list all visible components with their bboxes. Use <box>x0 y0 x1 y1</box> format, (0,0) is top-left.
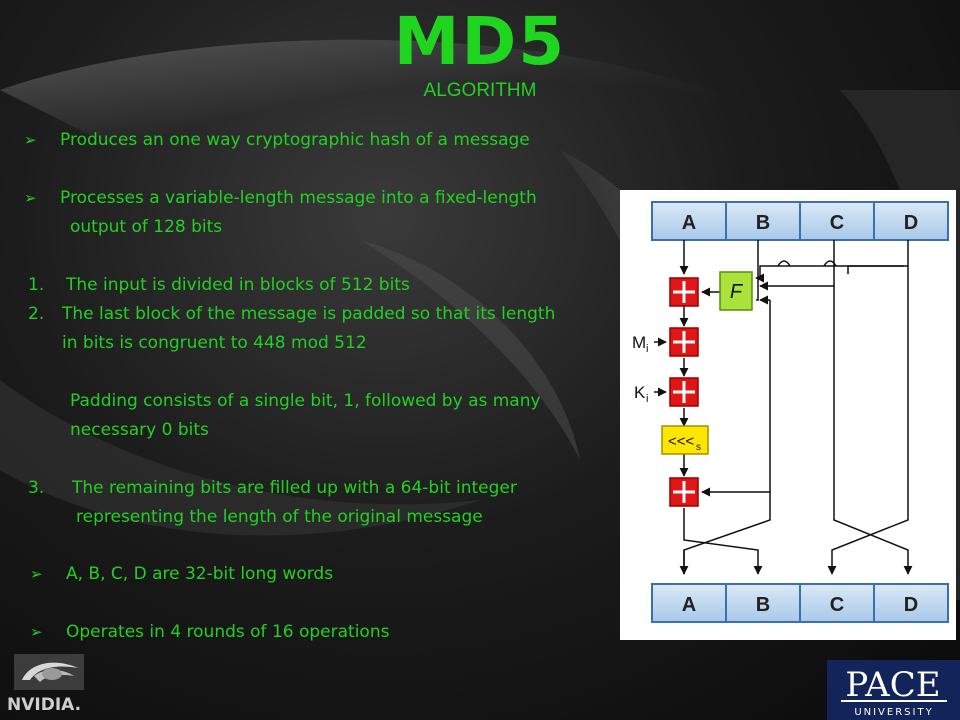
slide-title: MD5 <box>393 3 567 80</box>
bottom-register-c: C <box>799 583 875 623</box>
svg-text:M: M <box>632 333 646 352</box>
adder-2 <box>669 327 699 357</box>
numbered-3-marker: 3. <box>28 478 45 498</box>
svg-text:C: C <box>830 212 844 234</box>
bullet-one-way-hash: Produces an one way cryptographic hash o… <box>60 130 530 150</box>
numbered-2-marker: 2. <box>28 304 45 324</box>
top-register-b: B <box>725 201 801 241</box>
pace-university-logo: PACE UNIVERSITY <box>827 660 960 720</box>
adder-3 <box>669 377 699 407</box>
top-register-c: C <box>799 201 875 241</box>
slide-subtitle: ALGORITHM <box>423 80 537 101</box>
svg-text:NVIDIA.: NVIDIA. <box>7 695 81 715</box>
svg-text:i: i <box>646 343 648 355</box>
numbered-3-line2: representing the length of the original … <box>76 507 483 527</box>
adder-4 <box>669 477 699 507</box>
svg-text:B: B <box>756 594 770 616</box>
constant-label: K i <box>634 383 648 405</box>
bottom-register-a: A <box>651 583 727 623</box>
numbered-1-text: The input is divided in blocks of 512 bi… <box>66 275 410 295</box>
bottom-register-d: D <box>873 583 949 623</box>
svg-text:B: B <box>756 212 770 234</box>
padding-note-line2: necessary 0 bits <box>70 420 209 440</box>
top-register-a: A <box>651 201 727 241</box>
nvidia-logo: NVIDIA. <box>7 654 84 715</box>
svg-text:K: K <box>634 383 646 402</box>
bullet-arrow-icon: ➢ <box>30 565 43 583</box>
function-f-box: F <box>719 271 753 311</box>
svg-text:i: i <box>646 393 648 405</box>
svg-text:A: A <box>682 212 696 234</box>
bullet-arrow-icon: ➢ <box>30 623 43 641</box>
svg-text:PACE: PACE <box>845 665 940 705</box>
bottom-register-b: B <box>725 583 801 623</box>
message-word-label: M i <box>632 333 648 355</box>
svg-text:A: A <box>682 594 696 616</box>
md5-operation-diagram: A B C D <box>620 190 956 640</box>
top-register-row: A B C D <box>651 201 949 241</box>
bullet-arrow-icon: ➢ <box>24 189 37 207</box>
numbered-3-line1: The remaining bits are filled up with a … <box>72 478 517 498</box>
numbered-2-line1: The last block of the message is padded … <box>62 304 556 324</box>
bullet-fixed-length-line2: output of 128 bits <box>70 217 223 237</box>
left-rotate-box: <<< s <box>661 425 709 455</box>
svg-text:D: D <box>904 594 918 616</box>
diagram-wires <box>654 240 913 575</box>
numbered-1-marker: 1. <box>28 275 45 295</box>
adder-1 <box>669 277 699 307</box>
bullet-word-size: A, B, C, D are 32-bit long words <box>66 564 334 584</box>
svg-text:UNIVERSITY: UNIVERSITY <box>854 707 933 718</box>
numbered-2-line2: in bits is congruent to 448 mod 512 <box>62 333 367 353</box>
top-register-d: D <box>873 201 949 241</box>
bullet-arrow-icon: ➢ <box>24 131 37 149</box>
bullet-rounds: Operates in 4 rounds of 16 operations <box>66 622 390 642</box>
svg-text:C: C <box>830 594 844 616</box>
padding-note-line1: Padding consists of a single bit, 1, fol… <box>70 391 541 411</box>
bullet-fixed-length-line1: Processes a variable-length message into… <box>60 188 537 208</box>
svg-text:F: F <box>730 281 744 303</box>
bottom-register-row: A B C D <box>651 583 949 623</box>
svg-text:D: D <box>904 212 918 234</box>
svg-text:<<<: <<< <box>668 433 695 450</box>
svg-text:s: s <box>696 442 701 453</box>
